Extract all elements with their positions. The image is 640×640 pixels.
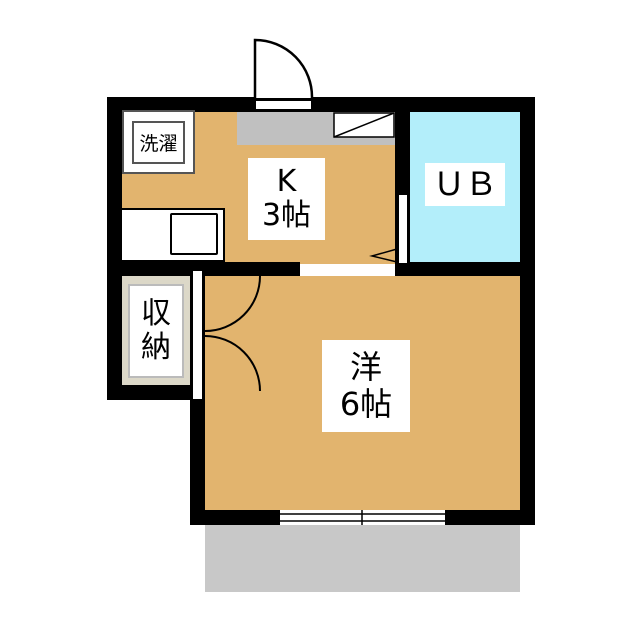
wall-top xyxy=(107,97,535,112)
wall-right xyxy=(520,97,535,525)
western-room-name: 洋 xyxy=(349,348,382,387)
bath-label: ＵＢ xyxy=(425,163,505,206)
bath-door[interactable] xyxy=(398,194,408,264)
bath-door-arrow-icon xyxy=(369,248,398,263)
kitchen-label: K 3帖 xyxy=(248,158,325,240)
balcony xyxy=(205,525,520,592)
closet-label-line2: 納 xyxy=(141,330,171,365)
laundry-label: 洗濯 xyxy=(132,120,185,164)
laundry-space: 洗濯 xyxy=(122,110,195,174)
western-room-label: 洋 6帖 xyxy=(322,340,410,432)
wall-left xyxy=(107,97,122,400)
shoe-box xyxy=(333,112,395,138)
western-room-size: 6帖 xyxy=(339,385,393,423)
sink xyxy=(170,213,218,255)
kitchen-size: 3帖 xyxy=(261,198,312,233)
entrance-opening xyxy=(255,100,312,110)
room-door-frame xyxy=(192,270,203,400)
room-double-door[interactable] xyxy=(203,276,265,394)
bath-name: ＵＢ xyxy=(432,165,497,204)
kitchen-name: K xyxy=(276,163,297,199)
wall-bath-bottom xyxy=(395,262,535,276)
closet-label: 収 納 xyxy=(128,284,184,378)
wall-closet-bottom xyxy=(107,385,205,400)
entrance-door[interactable] xyxy=(250,36,320,100)
window[interactable] xyxy=(280,510,445,525)
closet-label-line1: 収 xyxy=(141,295,171,331)
